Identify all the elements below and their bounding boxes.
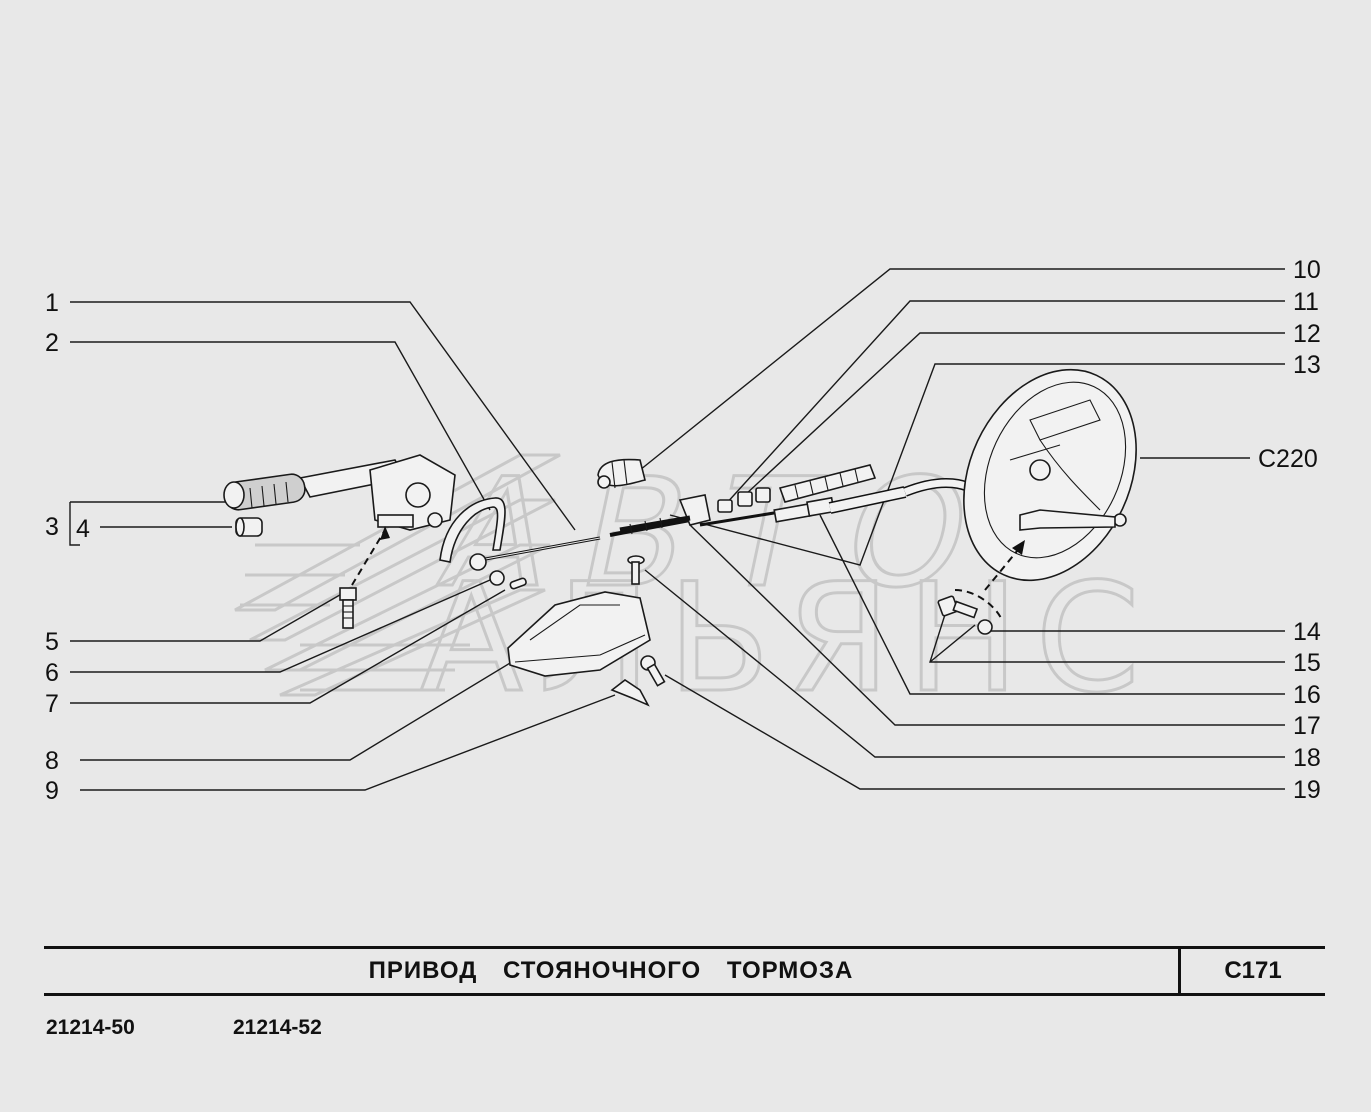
brake-backing-plate — [963, 368, 1137, 582]
callout-9: 9 — [45, 777, 59, 805]
rubber-boot — [597, 458, 646, 489]
model-code-2: 21214-52 — [233, 1016, 322, 1039]
callout-11: 11 — [1293, 288, 1319, 316]
callout-labels: 1 2 3 4 5 6 7 8 9 10 11 12 13 С220 14 15… — [45, 256, 1321, 805]
title-divider — [1178, 949, 1181, 993]
nut-12b — [755, 487, 771, 503]
leader-lines — [69, 268, 1285, 791]
sheet-code: С171 — [1224, 957, 1282, 984]
washer-14 — [977, 619, 993, 635]
screw-18 — [627, 555, 645, 585]
callout-15: 15 — [1293, 649, 1321, 677]
bracket-9 — [610, 679, 650, 707]
return-spring — [778, 464, 877, 503]
bolt-15 — [937, 540, 1025, 635]
sheet-title: ПРИВОД СТОЯНОЧНОГО ТОРМОЗА — [368, 957, 854, 984]
nut-11 — [717, 499, 733, 513]
callout-10: 10 — [1293, 256, 1321, 284]
washer-6 — [489, 570, 505, 586]
callout-18: 18 — [1293, 744, 1321, 772]
callout-16: 16 — [1293, 681, 1321, 709]
screw-19 — [640, 655, 666, 687]
callout-1: 1 — [45, 289, 59, 317]
callout-14: 14 — [1293, 618, 1321, 646]
model-code-1: 21214-50 — [46, 1016, 135, 1039]
bolt-5 — [339, 526, 390, 629]
callout-12: 12 — [1293, 320, 1321, 348]
callout-7: 7 — [45, 690, 59, 718]
callout-4: 4 — [76, 515, 90, 543]
nut-12 — [737, 491, 753, 507]
handbrake-lever — [223, 454, 456, 531]
pin-7 — [509, 577, 527, 590]
equalizer — [619, 494, 711, 535]
release-button — [235, 517, 263, 537]
boot-seal — [439, 497, 506, 563]
callout-2: 2 — [45, 329, 59, 357]
callout-6: 6 — [45, 659, 59, 687]
title-block: ПРИВОД СТОЯНОЧНОГО ТОРМОЗА С171 — [44, 946, 1325, 996]
callout-c220: С220 — [1258, 445, 1318, 473]
callout-17: 17 — [1293, 712, 1321, 740]
callout-19: 19 — [1293, 776, 1321, 804]
callout-8: 8 — [45, 747, 59, 775]
parts — [223, 368, 1137, 707]
callout-13: 13 — [1293, 351, 1321, 379]
callout-5: 5 — [45, 628, 59, 656]
callout-3: 3 — [45, 513, 59, 541]
tunnel-cover — [507, 591, 651, 677]
watermark-emblem — [234, 453, 561, 697]
